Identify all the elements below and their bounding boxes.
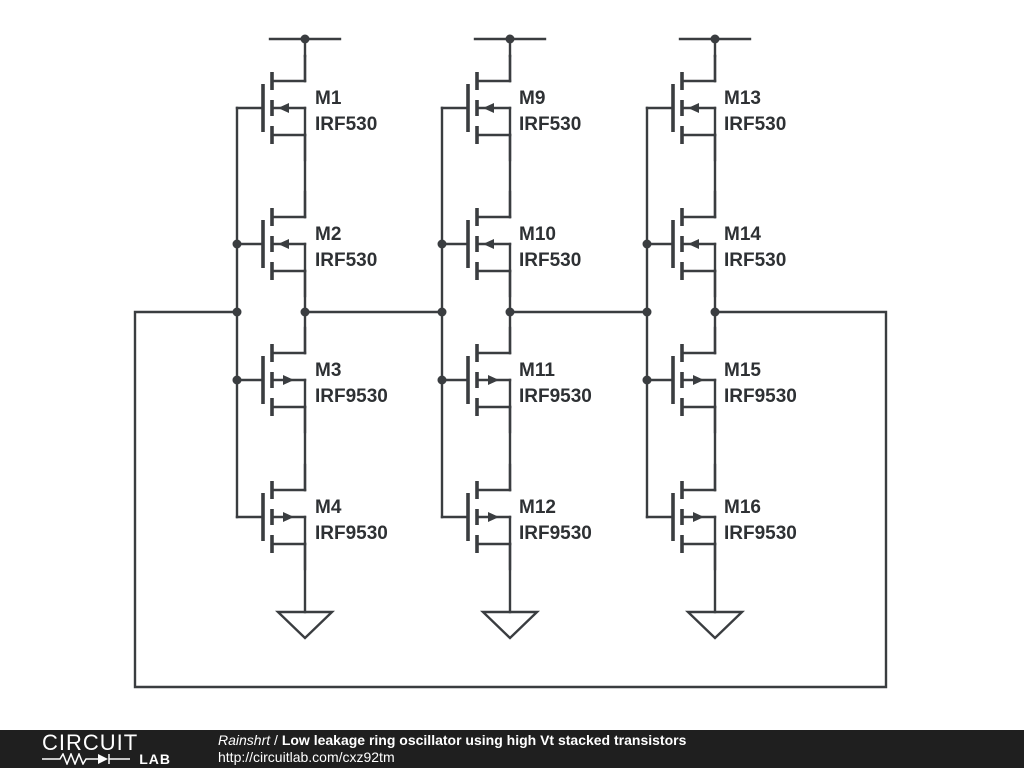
ref-label: M12 [519,497,556,518]
part-label: IRF9530 [519,523,592,544]
body-arrow [693,375,704,385]
wires [133,34,888,689]
body-arrow [488,512,499,522]
ref-label: M1 [315,88,342,109]
mosfet-10 [671,190,717,298]
footer-bar: CIRCUIT LAB Rainshrt / Low leakage ring … [0,730,1024,768]
junction-dot [642,239,652,249]
ref-label: M10 [519,224,556,245]
mosfet-6 [466,190,512,298]
transistors [261,54,717,571]
body-arrow [483,103,494,113]
body-arrow [278,103,289,113]
part-label: IRF9530 [315,386,388,407]
part-label: IRF9530 [315,523,388,544]
mosfet-5 [466,54,512,162]
ref-label: M11 [519,360,555,381]
circuitlab-logo[interactable]: CIRCUIT LAB [42,732,177,766]
junction-dot [642,375,652,385]
body-arrow [693,512,704,522]
mosfet-11 [671,326,717,434]
ref-label: M14 [724,224,761,245]
ref-label: M16 [724,497,761,518]
mosfet-3 [261,326,307,434]
logo-text-top: CIRCUIT [42,730,139,755]
ground-symbol [685,610,745,640]
mosfet-4 [261,463,307,571]
ref-label: M4 [315,497,342,518]
junction-dot [437,375,447,385]
junction-dot [232,239,242,249]
mosfet-9 [671,54,717,162]
mosfet-2 [261,190,307,298]
ref-label: M9 [519,88,545,109]
body-arrow [278,239,289,249]
resistor-diode-icon [42,753,130,765]
logo-text-bottom: LAB [139,751,171,767]
body-arrow [688,103,699,113]
part-label: IRF9530 [519,386,592,407]
mosfet-8 [466,463,512,571]
part-label: IRF530 [724,250,786,271]
junction-dot [300,34,310,44]
feedback-loop [133,310,888,689]
ground-symbol [480,610,540,640]
part-label: IRF530 [315,250,377,271]
schematic: M1IRF530M2IRF530M3IRF9530M4IRF9530M9IRF5… [133,34,888,689]
ref-label: M15 [724,360,761,381]
component-labels: M1IRF530M2IRF530M3IRF9530M4IRF9530M9IRF5… [315,88,797,544]
body-arrow [283,375,294,385]
part-label: IRF530 [519,250,581,271]
part-label: IRF530 [315,114,377,135]
part-label: IRF9530 [724,386,797,407]
body-arrow [688,239,699,249]
mosfet-12 [671,463,717,571]
body-arrow [483,239,494,249]
junction-dot [710,34,720,44]
junction-dot [232,375,242,385]
ref-label: M2 [315,224,341,245]
part-label: IRF530 [519,114,581,135]
part-label: IRF530 [724,114,786,135]
mosfet-7 [466,326,512,434]
mosfet-1 [261,54,307,162]
author-link[interactable]: Rainshrt [218,732,271,748]
circuit-url[interactable]: http://circuitlab.com/cxz92tm [218,749,395,765]
separator: / [270,732,282,748]
ref-label: M3 [315,360,341,381]
ref-label: M13 [724,88,761,109]
body-arrow [488,375,499,385]
circuit-info: Rainshrt / Low leakage ring oscillator u… [218,732,686,766]
junction-dot [505,34,515,44]
junction-dot [437,239,447,249]
circuit-title: Low leakage ring oscillator using high V… [281,732,687,748]
part-label: IRF9530 [724,523,797,544]
body-arrow [283,512,294,522]
ground-symbol [275,610,335,640]
